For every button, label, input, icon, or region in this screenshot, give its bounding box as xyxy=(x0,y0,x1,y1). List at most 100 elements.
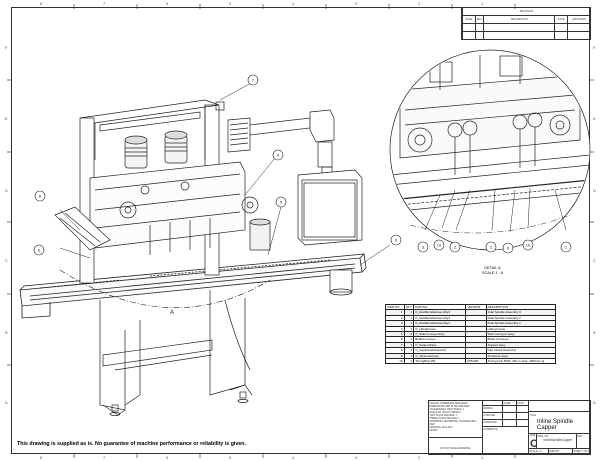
drawing-frame xyxy=(11,7,590,454)
balloon-5: 5 xyxy=(275,196,287,208)
balloon-label: 8 xyxy=(39,194,42,199)
lift-arm xyxy=(227,109,335,178)
zone-label: 7 xyxy=(103,455,106,460)
conveyor-motor xyxy=(329,269,353,296)
balloon-label: 2 xyxy=(454,245,457,250)
balloon-10b: 10 xyxy=(522,239,534,251)
checked-label: CHECKED xyxy=(483,413,503,420)
dwg-no-area: DWG. NO. InlineSpindleCapper xyxy=(537,434,577,449)
company-area xyxy=(529,401,591,412)
zone-label: 3 xyxy=(355,1,358,6)
detail-name: DETAIL A xyxy=(484,266,501,270)
zone-label: A xyxy=(593,400,596,405)
balloon-label: 6 xyxy=(38,248,41,253)
zone-label: 1 xyxy=(481,1,484,6)
note: ANGULAR: MACH ± BEND ± xyxy=(429,410,461,414)
dwg-no-label: DWG. NO. xyxy=(537,434,549,438)
balloon-label: 7 xyxy=(252,78,255,83)
material-label: MATERIAL xyxy=(429,425,442,429)
zone-label: 5 xyxy=(229,455,232,460)
notes-header: UNLESS OTHERWISE SPECIFIED: xyxy=(429,401,469,405)
do-not-scale: DO NOT SCALE DRAWING xyxy=(429,438,483,455)
zone-ticks xyxy=(7,4,594,458)
zone-label: D xyxy=(593,188,596,193)
scale-value: SCALE: 1:1 xyxy=(529,449,549,455)
approved-name xyxy=(503,420,517,427)
control-box xyxy=(297,169,363,246)
balloon-10: 10 xyxy=(433,239,445,251)
bom-cell-item: 10 xyxy=(385,358,405,365)
rev-header: DESCRIPTION xyxy=(483,15,556,24)
balloon-9: 9 xyxy=(502,242,514,254)
balloon-label: 1 xyxy=(565,245,568,250)
rev-header: REV. xyxy=(474,15,485,24)
bom-cell-desc: Dual Spindle Assembly 3 xyxy=(485,309,557,316)
balloon-6b: 6 xyxy=(390,234,402,246)
balloon-label: 9 xyxy=(507,246,510,251)
zone-label: F xyxy=(5,45,8,50)
zone-label: E xyxy=(5,116,8,121)
note: TOLERANCES: FRACTIONAL ± xyxy=(429,407,465,411)
note: THREE PLACE DECIMAL ± xyxy=(429,416,460,420)
drawing-title: Inline Spindle Capper xyxy=(537,419,574,431)
rev-area: REV xyxy=(577,434,591,449)
balloon-label: 5 xyxy=(280,200,283,205)
note: DIMENSIONS ARE IN MILLIMETERS xyxy=(429,404,470,408)
rev-label: REV xyxy=(577,434,583,438)
balloon-label: 6 xyxy=(395,238,398,243)
title-block: UNLESS OTHERWISE SPECIFIED: DIMENSIONS A… xyxy=(428,400,591,455)
title-area: TITLE: Inline Spindle Capper xyxy=(529,412,591,434)
section-letter-marker: A xyxy=(170,310,174,316)
balloon-6: 6 xyxy=(33,244,45,256)
tolerance-notes: UNLESS OTHERWISE SPECIFIED: DIMENSIONS A… xyxy=(429,401,483,438)
balloon-4: 4 xyxy=(272,149,284,161)
zone-label: 2 xyxy=(418,1,421,6)
balloon-2b: 2 xyxy=(485,241,497,253)
balloon-label: 10 xyxy=(526,243,531,248)
zone-label: B xyxy=(5,330,8,335)
zone-label: 8 xyxy=(40,455,43,460)
comments-label: COMMENTS: xyxy=(483,427,529,455)
conveyor-rail xyxy=(19,253,367,319)
sheet-value: SHEET 1 OF 1 xyxy=(573,449,591,455)
material-value: Steel AISI xyxy=(441,425,453,429)
size-value: C xyxy=(530,438,536,448)
sign-header: DATE xyxy=(517,401,529,406)
size-area: SIZE C xyxy=(529,434,537,449)
zone-label: B xyxy=(593,330,596,335)
bom-cell-part: TimingBelt-250 xyxy=(413,358,467,365)
disclaimer-text: This drawing is supplied as is. No guara… xyxy=(17,441,247,447)
checked-name xyxy=(503,413,517,420)
bom-cell-vendor: MISUMI xyxy=(465,358,487,365)
rev-header: APPROVED xyxy=(567,15,591,24)
main-view-balloons: 7 4 5 8 6 6 xyxy=(33,74,402,256)
bom-cell-qty: 2 xyxy=(403,358,415,365)
zone-label: 8 xyxy=(40,1,43,6)
balloon-2: 2 xyxy=(449,241,461,253)
zone-label: 3 xyxy=(355,455,358,460)
detail-balloons: 3 10 2 2 9 10 1 xyxy=(417,239,572,254)
detail-label: DETAIL A SCALE 1 : 6 xyxy=(482,266,503,275)
zone-label: 4 xyxy=(292,1,295,6)
size-label: SIZE xyxy=(530,434,536,437)
rev-header: DATE xyxy=(554,15,569,24)
zone-label: C xyxy=(5,258,8,263)
balloon-8: 8 xyxy=(34,190,46,202)
balloon-label: 4 xyxy=(277,153,280,158)
title-label: TITLE: xyxy=(529,413,537,417)
balloon-3: 3 xyxy=(417,241,429,253)
bom-cell-desc: Dual Spindle Assembly 1 xyxy=(485,320,557,327)
sign-header xyxy=(483,401,503,406)
bom-cell-desc: Timing belt, 5MM, 25mm wide, 4000mm lg xyxy=(485,358,557,365)
zone-label: 7 xyxy=(103,1,106,6)
balloon-label: 3 xyxy=(422,245,425,250)
bom-cell-desc: Dual Spindle Assembly 2 xyxy=(485,314,557,322)
zone-label: A xyxy=(5,400,8,405)
